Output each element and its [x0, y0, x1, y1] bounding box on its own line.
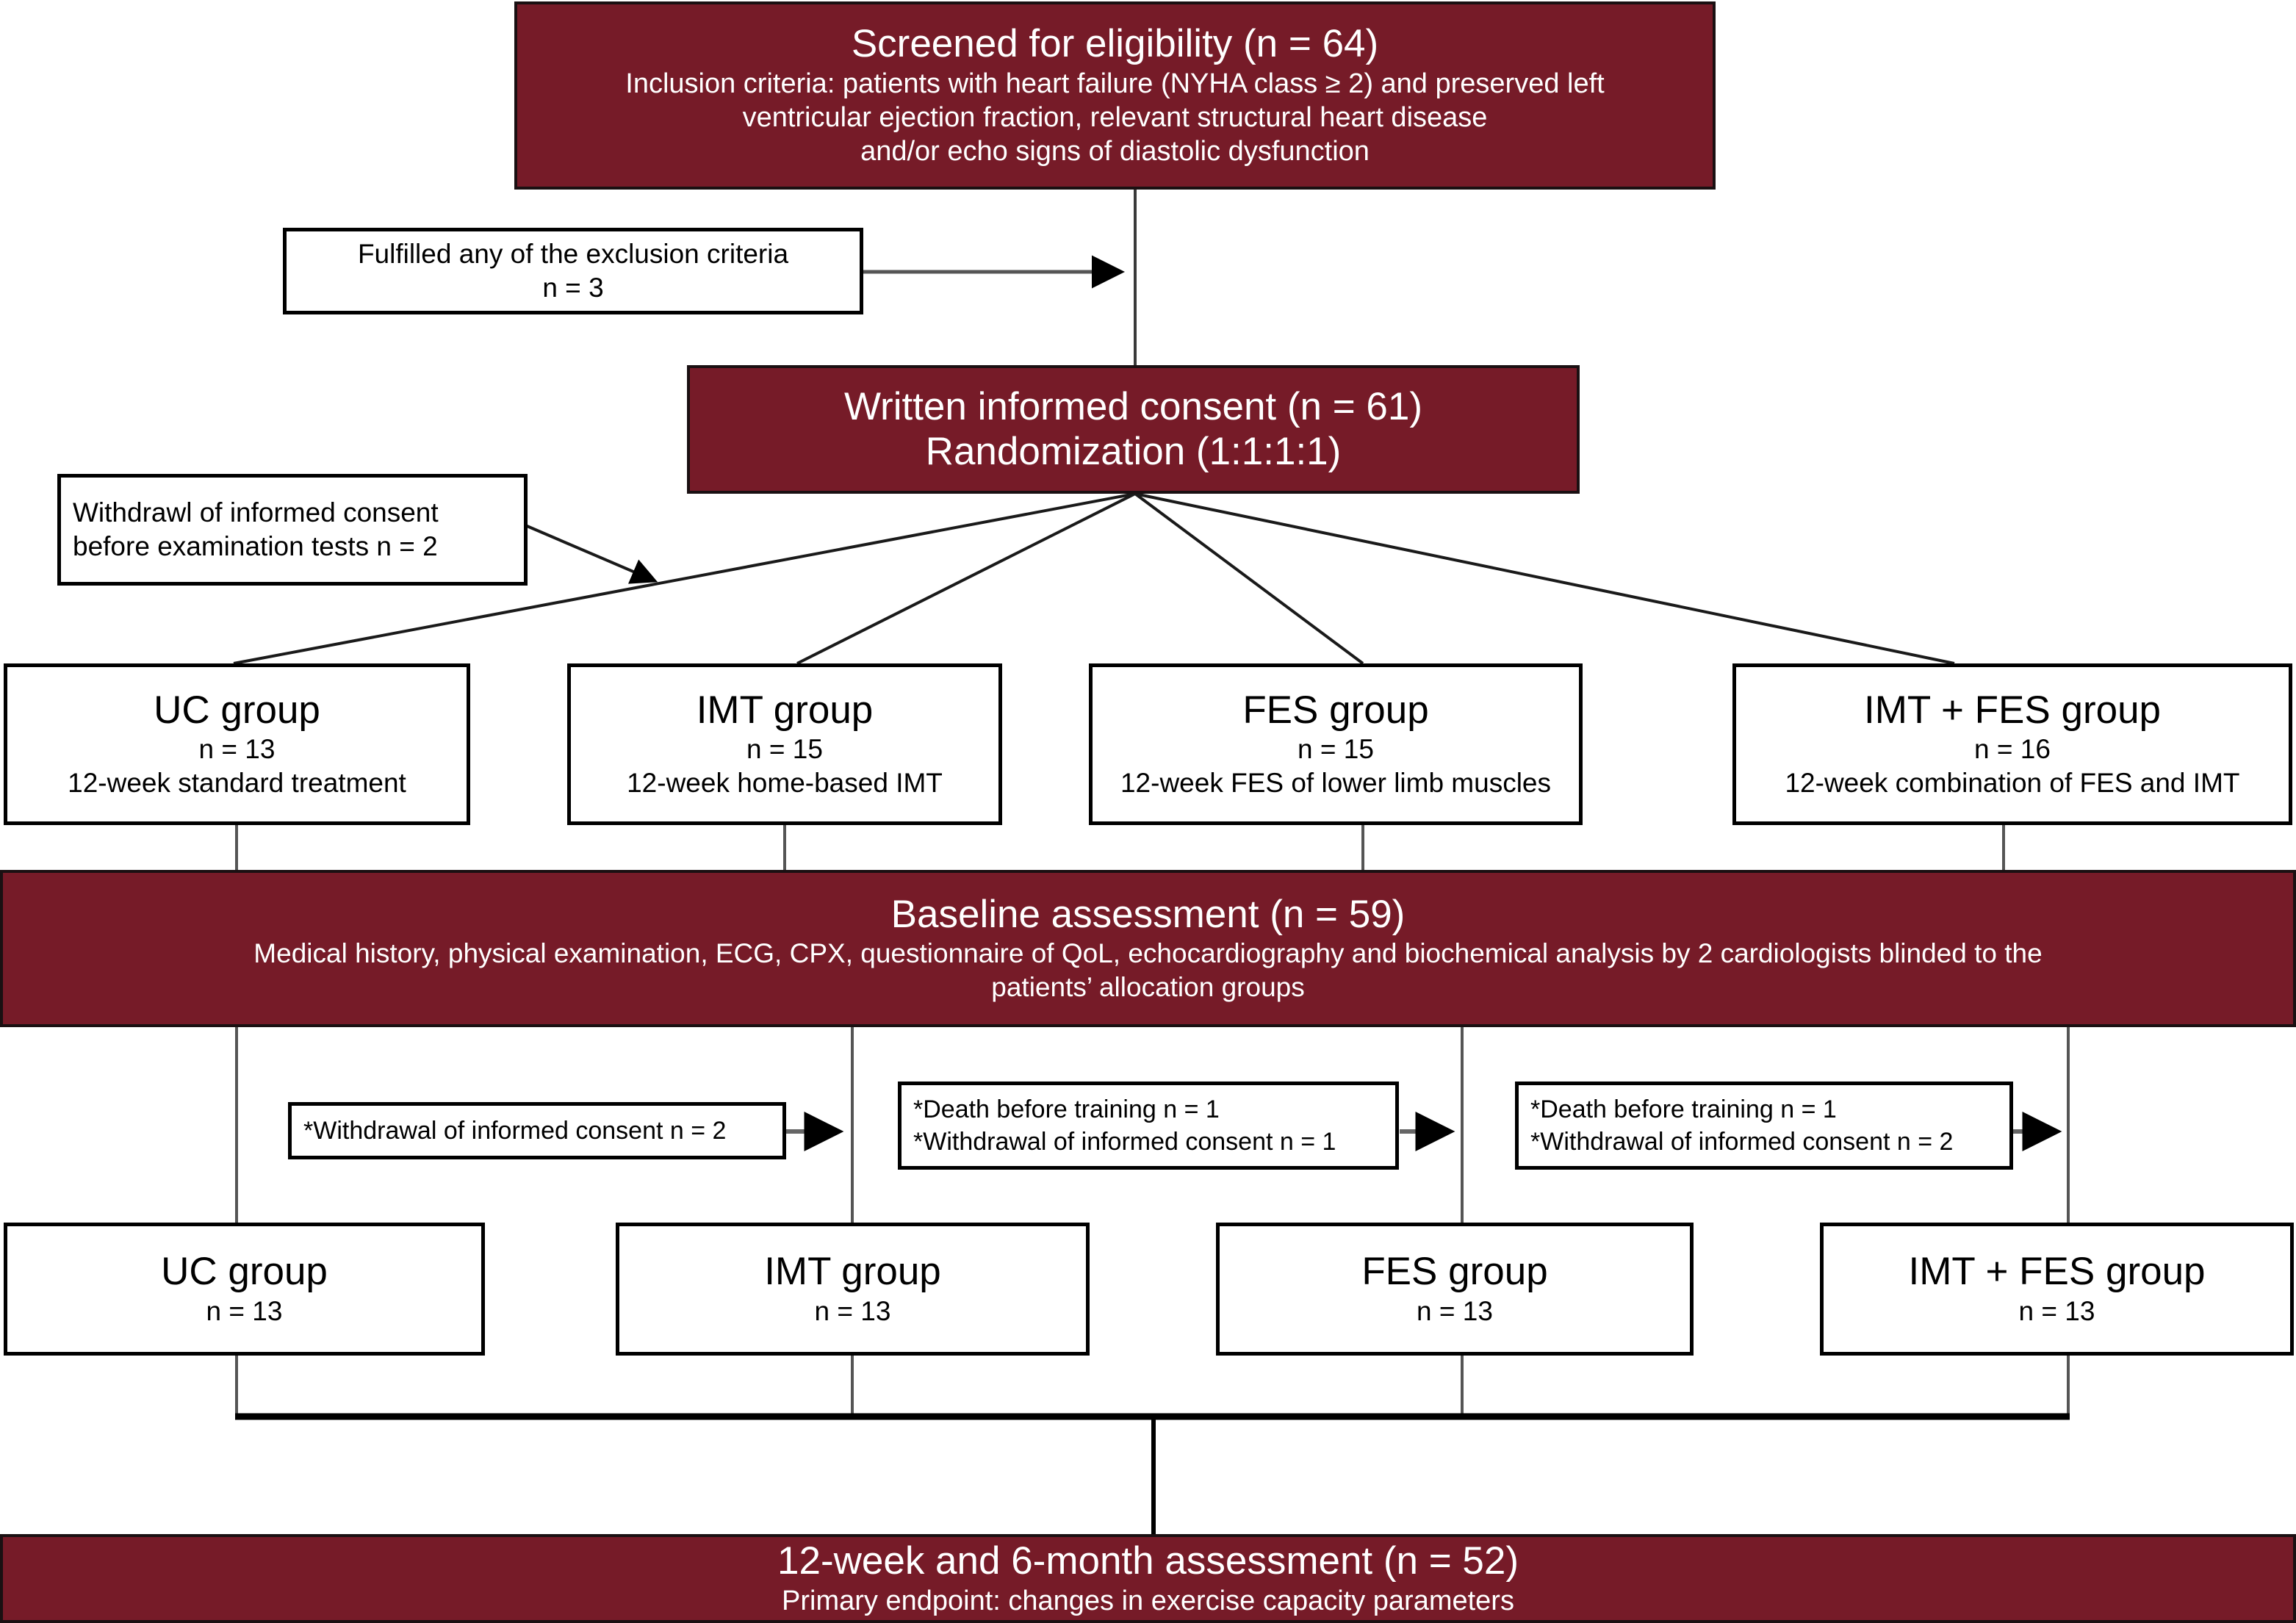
box-dropout-fes: *Death before training n = 1 *Withdrawal…	[1515, 1082, 2013, 1170]
analysis-imtfes-n: n = 13	[2018, 1295, 2095, 1326]
allocation-imtfes-name: IMT + FES group	[1863, 688, 2162, 732]
box-analysis-imt-group: IMT group n = 13	[616, 1223, 1090, 1356]
consent-line1: Written informed consent (n = 61)	[843, 385, 1423, 429]
box-allocation-fes-group: FES group n = 15 12-week FES of lower li…	[1089, 663, 1583, 825]
allocation-uc-n: n = 13	[198, 733, 276, 764]
allocation-imt-n: n = 15	[746, 733, 823, 764]
allocation-fes-n: n = 15	[1298, 733, 1374, 764]
box-analysis-fes-group: FES group n = 13	[1216, 1223, 1694, 1356]
box-screened-for-eligibility: Screened for eligibility (n = 64) Inclus…	[514, 1, 1716, 190]
withdrawal-pre-line1: Withdrawl of informed consent	[73, 497, 439, 528]
box-dropout-imt: *Death before training n = 1 *Withdrawal…	[898, 1082, 1399, 1170]
allocation-imt-detail: 12-week home-based IMT	[627, 768, 943, 799]
analysis-fes-n: n = 13	[1417, 1295, 1493, 1326]
connector-randomization-to-imtfes	[1134, 492, 1955, 665]
exclusion-line2: n = 3	[542, 273, 604, 303]
analysis-imtfes-name: IMT + FES group	[1908, 1250, 2206, 1294]
allocation-imtfes-detail: 12-week combination of FES and IMT	[1785, 768, 2240, 799]
box-written-informed-consent: Written informed consent (n = 61) Random…	[687, 365, 1580, 494]
allocation-fes-name: FES group	[1242, 688, 1429, 732]
box-baseline-assessment: Baseline assessment (n = 59) Medical his…	[0, 870, 2296, 1027]
box-final-assessment: 12-week and 6-month assessment (n = 52) …	[0, 1534, 2296, 1623]
analysis-fes-name: FES group	[1361, 1250, 1548, 1294]
final-assessment-subtitle: Primary endpoint: changes in exercise ca…	[782, 1585, 1514, 1616]
baseline-line2: patients’ allocation groups	[991, 972, 1305, 1003]
screened-criteria-line1: Inclusion criteria: patients with heart …	[625, 68, 1605, 99]
box-allocation-uc-group: UC group n = 13 12-week standard treatme…	[4, 663, 470, 825]
final-assessment-title: 12-week and 6-month assessment (n = 52)	[777, 1539, 1519, 1583]
baseline-line1: Medical history, physical examination, E…	[253, 938, 2043, 968]
allocation-uc-name: UC group	[154, 688, 320, 732]
dropout-imt-line1: *Death before training n = 1	[913, 1095, 1220, 1123]
box-withdrawal-before-examination: Withdrawl of informed consent before exa…	[57, 474, 528, 586]
box-allocation-imt-group: IMT group n = 15 12-week home-based IMT	[567, 663, 1002, 825]
withdrawal-pre-line2: before examination tests n = 2	[73, 531, 438, 561]
dropout-imt-line2: *Withdrawal of informed consent n = 1	[913, 1128, 1336, 1156]
analysis-uc-name: UC group	[161, 1250, 328, 1294]
baseline-title: Baseline assessment (n = 59)	[890, 892, 1406, 936]
dropout-fes-line1: *Death before training n = 1	[1530, 1095, 1837, 1123]
allocation-fes-detail: 12-week FES of lower limb muscles	[1120, 768, 1552, 799]
screened-criteria-line2: ventricular ejection fraction, relevant …	[742, 102, 1488, 134]
screened-title: Screened for eligibility (n = 64)	[851, 22, 1379, 66]
analysis-imt-name: IMT group	[764, 1250, 941, 1294]
box-analysis-imt-fes-group: IMT + FES group n = 13	[1820, 1223, 2294, 1356]
connector-randomization-to-fes	[1134, 492, 1364, 665]
box-exclusion-criteria: Fulfilled any of the exclusion criteria …	[283, 228, 863, 314]
screened-criteria-line3: and/or echo signs of diastolic dysfuncti…	[860, 136, 1370, 168]
box-allocation-imt-fes-group: IMT + FES group n = 16 12-week combinati…	[1732, 663, 2292, 825]
connector-withdrawal-pre-arrow	[525, 524, 658, 584]
exclusion-line1: Fulfilled any of the exclusion criteria	[357, 238, 789, 269]
analysis-imt-n: n = 13	[814, 1295, 891, 1326]
connector-randomization-to-imt	[796, 492, 1136, 665]
analysis-uc-n: n = 13	[206, 1295, 283, 1326]
allocation-imt-name: IMT group	[696, 688, 874, 732]
allocation-imtfes-n: n = 16	[1974, 733, 2051, 764]
allocation-uc-detail: 12-week standard treatment	[68, 768, 406, 799]
dropout-uc-line1: *Withdrawal of informed consent n = 2	[303, 1116, 727, 1145]
box-analysis-uc-group: UC group n = 13	[4, 1223, 485, 1356]
consent-line2: Randomization (1:1:1:1)	[925, 429, 1342, 473]
box-dropout-uc: *Withdrawal of informed consent n = 2	[288, 1102, 786, 1159]
dropout-fes-line2: *Withdrawal of informed consent n = 2	[1530, 1128, 1954, 1156]
